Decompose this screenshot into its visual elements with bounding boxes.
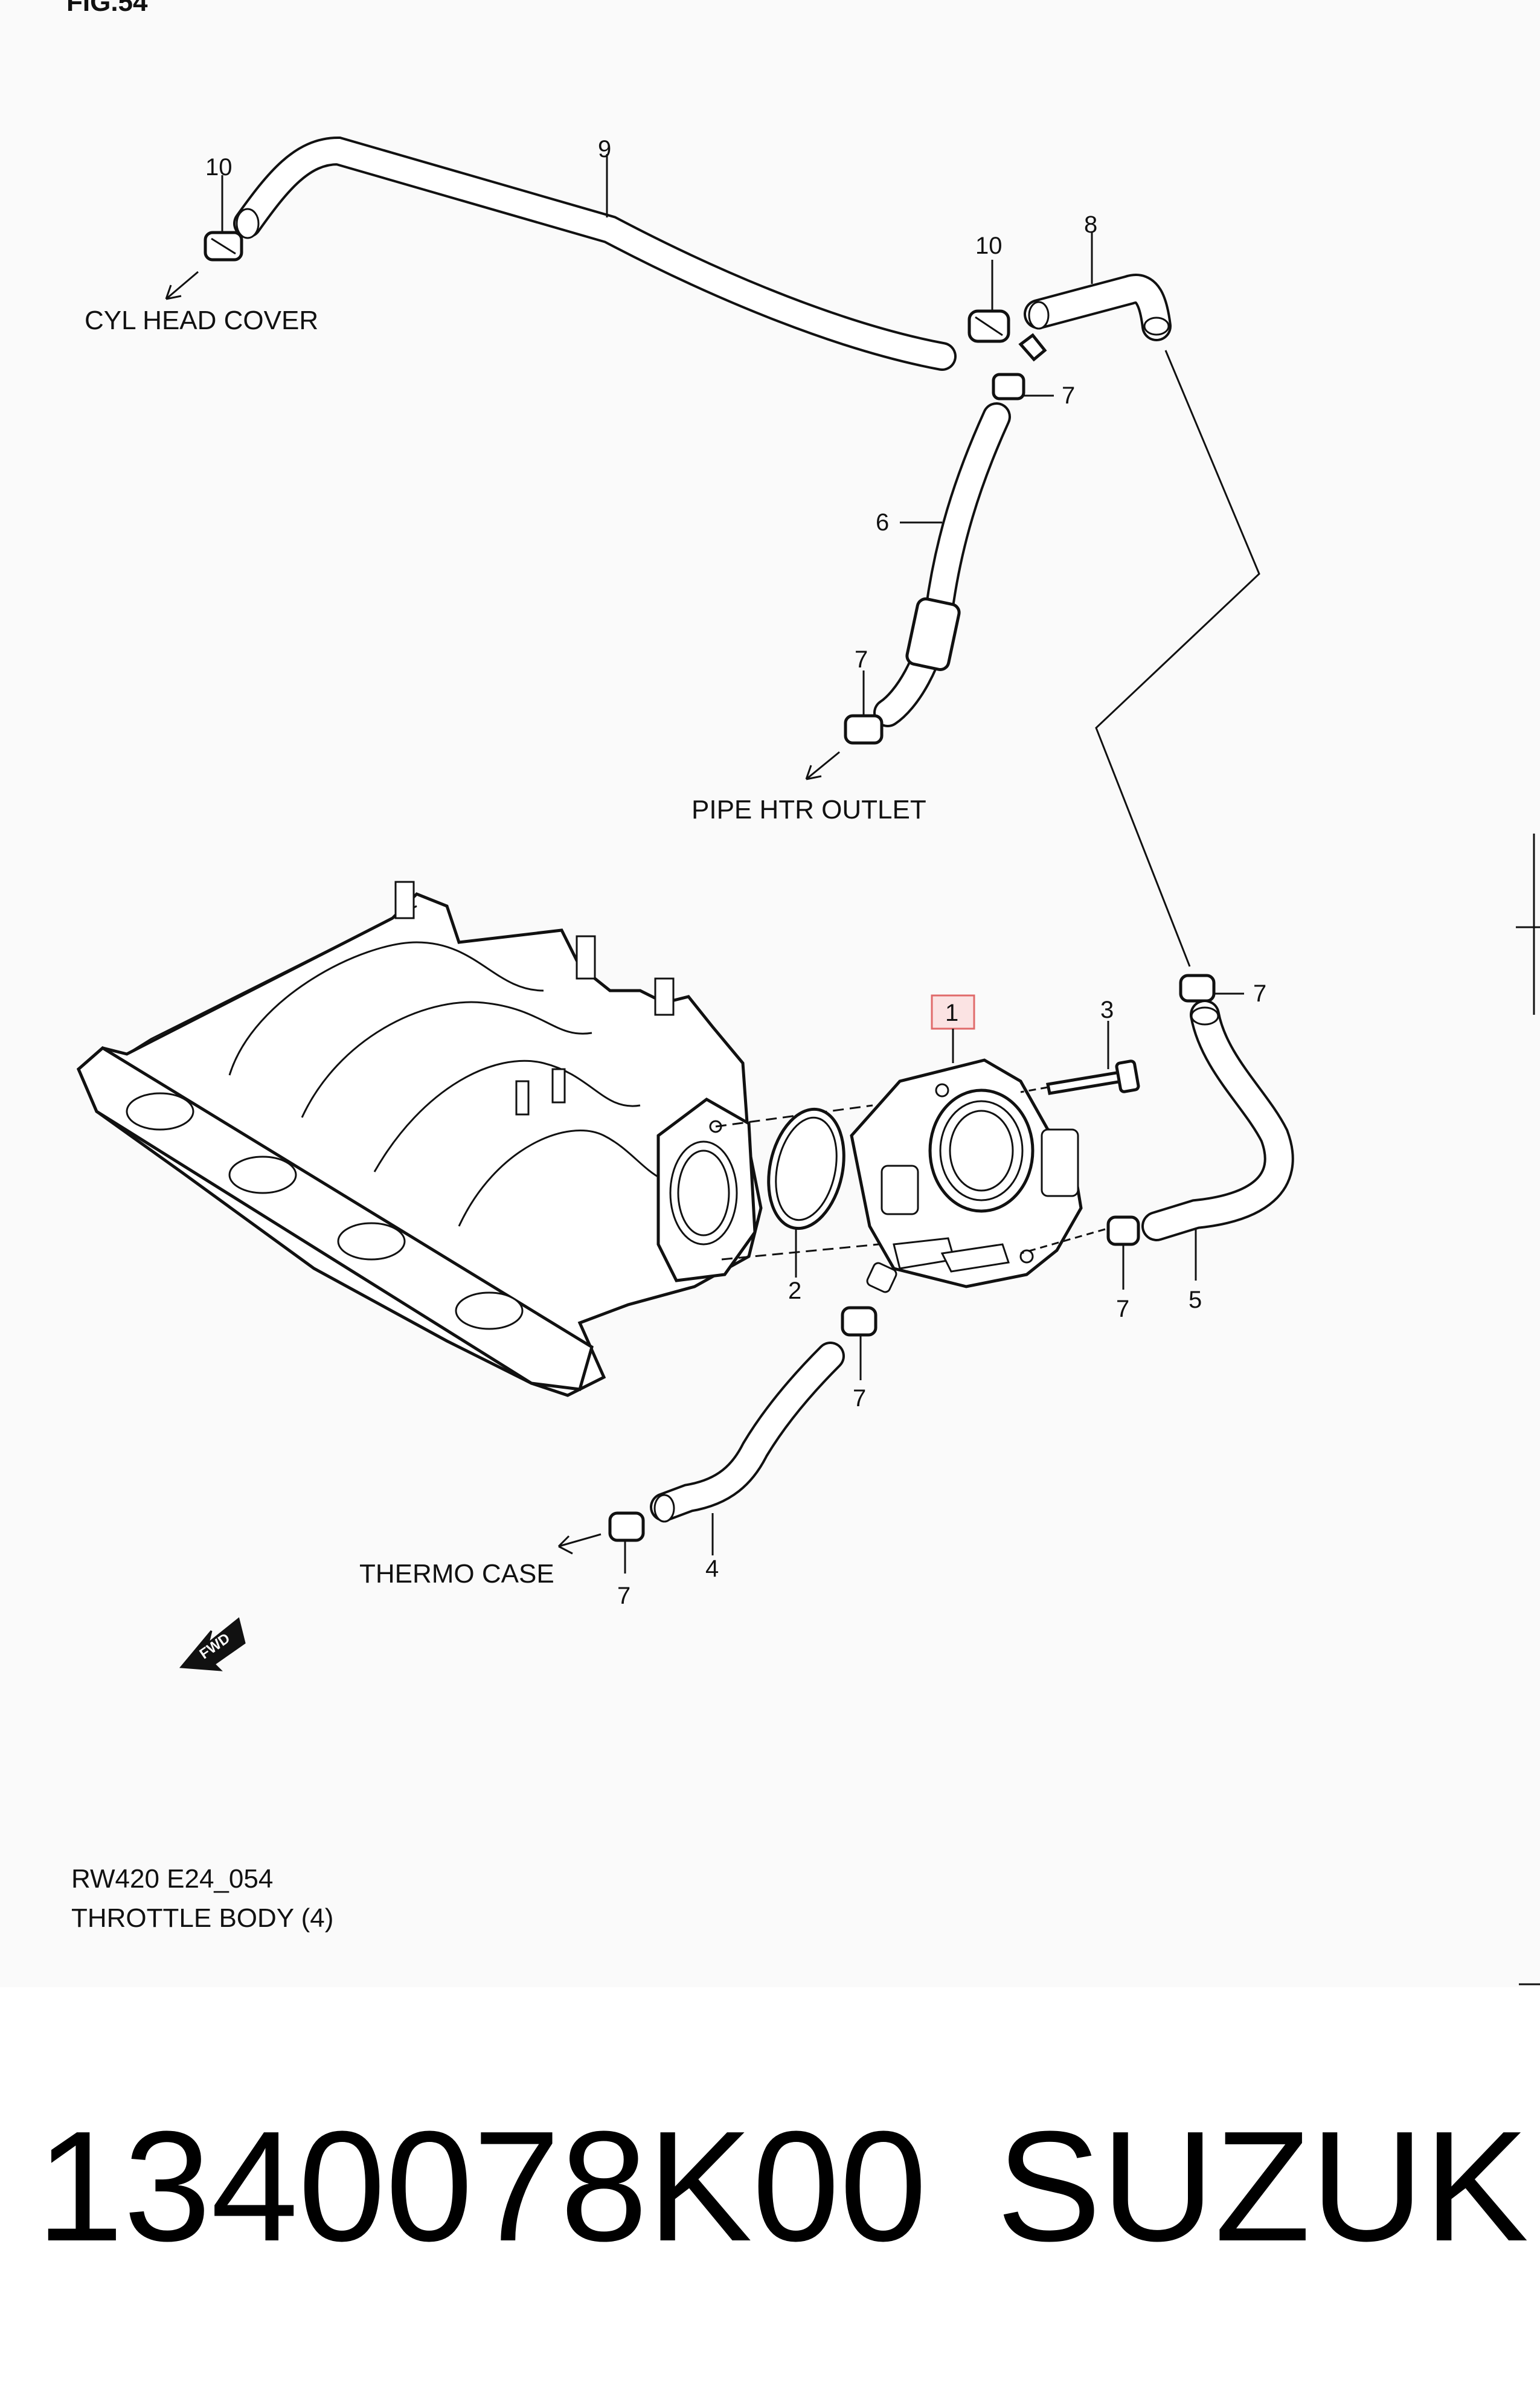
hose-8[interactable] — [1018, 274, 1172, 362]
callout-2: 2 — [788, 1278, 801, 1304]
hose-9[interactable] — [233, 136, 957, 371]
callout-7-top: 7 — [1062, 382, 1075, 409]
callout-10-left: 10 — [205, 154, 233, 181]
callout-8: 8 — [1084, 211, 1097, 238]
caption-title: THROTTLE BODY (4) — [71, 1903, 333, 1933]
callout-3: 3 — [1100, 997, 1114, 1023]
callout-4: 4 — [705, 1555, 719, 1582]
throttle-body-1[interactable] — [850, 1058, 1083, 1294]
clamp-10-left[interactable] — [204, 231, 243, 262]
callout-7-throttle: 7 — [853, 1385, 866, 1412]
callout-6: 6 — [876, 509, 889, 536]
clamp-7-hose5-top[interactable] — [1179, 974, 1216, 1003]
clamp-7-throttle[interactable] — [841, 1306, 877, 1337]
dest-pipe-htr-outlet: PIPE HTR OUTLET — [691, 795, 926, 825]
callout-7-htr: 7 — [855, 646, 868, 673]
hose-4[interactable] — [650, 1342, 845, 1523]
callout-1-box[interactable]: 1 — [931, 994, 975, 1030]
clamp-10-right[interactable] — [967, 309, 1010, 343]
clamp-7-htr[interactable] — [844, 714, 884, 745]
hose-6[interactable] — [873, 402, 1011, 727]
part-number: 1340078K00 — [36, 2099, 927, 2274]
dest-cyl-head-cover: CYL HEAD COVER — [85, 306, 318, 335]
footer — [0, 1987, 1540, 2392]
figure-heading: FIG.54 — [66, 0, 148, 17]
dest-thermo-case: THERMO CASE — [359, 1559, 554, 1589]
callout-1: 1 — [945, 1000, 958, 1026]
bolt-3[interactable] — [1046, 1059, 1140, 1095]
intake-manifold — [76, 881, 763, 1397]
clamp-7-top[interactable] — [992, 373, 1025, 400]
brand-name: SUZUKI — [996, 2099, 1540, 2274]
hose-5[interactable] — [1141, 1000, 1294, 1241]
clamp-7-hose5-bottom[interactable] — [1106, 1215, 1140, 1246]
callout-7-thermo: 7 — [617, 1583, 630, 1609]
clamp-7-thermo[interactable] — [608, 1511, 645, 1542]
callout-7-hose5-top: 7 — [1253, 980, 1266, 1007]
callout-7-hose5-bottom: 7 — [1116, 1296, 1129, 1322]
fwd-arrow-icon: FWD — [179, 1617, 246, 1671]
caption-code: RW420 E24_054 — [71, 1864, 273, 1894]
parts-diagram: FIG.54 9 10 CYL HEAD COVER 8 10 7 — [66, 0, 1540, 1985]
callout-9: 9 — [598, 136, 611, 162]
callout-10-right: 10 — [975, 233, 1003, 259]
gasket-2[interactable] — [759, 1102, 855, 1236]
callout-5: 5 — [1189, 1287, 1202, 1313]
